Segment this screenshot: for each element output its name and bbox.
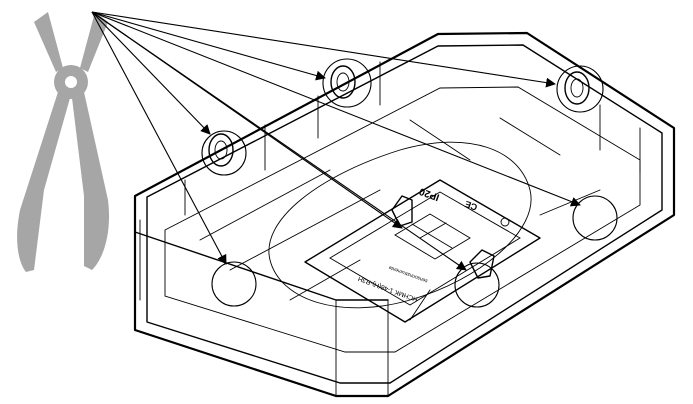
screw-boss	[564, 71, 590, 105]
callout-circle	[454, 262, 500, 308]
leader-arrow	[91, 11, 211, 135]
pliers-icon	[17, 12, 110, 272]
leader-arrow	[91, 11, 227, 265]
callout-circle	[211, 261, 257, 307]
moulded-markings: IP20 CE HCHMK 1-48(H)-R3H sensorinstrume…	[357, 185, 510, 303]
callout-circle	[322, 58, 372, 108]
recycle-symbol	[500, 217, 510, 227]
enclosure-base	[133, 31, 676, 398]
leader-lines	[91, 11, 581, 271]
leader-arrow	[91, 11, 326, 81]
screw-boss	[208, 133, 234, 167]
pliers-pivot-hole	[65, 76, 77, 88]
callouts	[201, 58, 618, 308]
small-marking: sensorinstrumente	[388, 264, 429, 284]
screw-boss	[330, 65, 356, 99]
callout-circle	[201, 130, 247, 176]
callout-circle	[572, 195, 618, 241]
leader-arrow	[91, 11, 556, 88]
ce-marking: CE	[464, 199, 479, 213]
ip-rating-marking: IP20	[418, 185, 442, 203]
leader-arrow	[91, 11, 581, 207]
callout-circle	[556, 65, 604, 113]
leader-arrow	[91, 11, 467, 271]
